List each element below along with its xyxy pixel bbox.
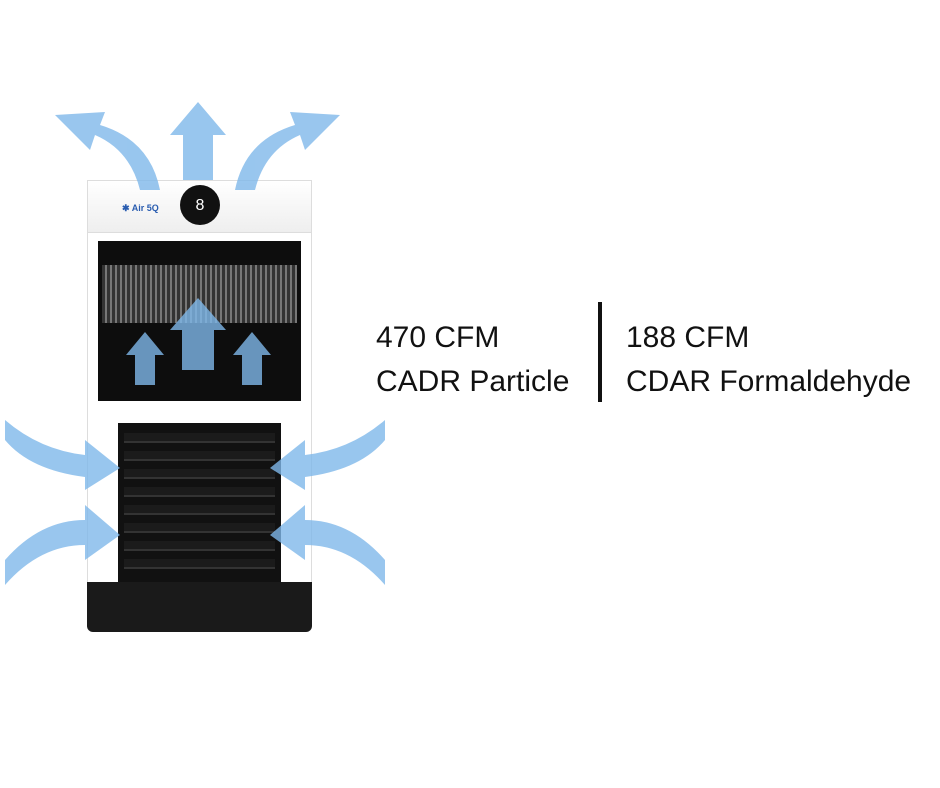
spec-cdar-formaldehyde: 188 CFM CDAR Formaldehyde	[626, 316, 911, 404]
spec-value: 470 CFM	[376, 321, 500, 354]
spec-divider	[598, 302, 602, 402]
purifier-top-panel: ✱ Air 5Q 8	[87, 180, 312, 234]
arrow-up-left-icon	[55, 112, 160, 190]
spec-label: CDAR Formaldehyde	[626, 365, 912, 398]
arrow-right-icon	[5, 420, 120, 490]
spec-label: CADR Particle	[376, 365, 570, 398]
brand-logo-text: Air 5Q	[131, 203, 159, 213]
spec-value: 188 CFM	[626, 321, 750, 354]
purifier-base	[87, 582, 312, 632]
purifier-body	[87, 232, 312, 584]
brand-logo: ✱ Air 5Q	[122, 203, 159, 213]
display-screen: 8	[180, 185, 220, 225]
spec-cadr-particle: 470 CFM CADR Particle	[376, 316, 569, 404]
arrow-up-icon	[170, 102, 226, 180]
airflow-arrows	[5, 102, 385, 585]
arrow-left-icon	[270, 505, 385, 585]
arrow-up-icon	[170, 298, 226, 370]
bottom-filter	[118, 423, 281, 583]
arrow-up-right-icon	[235, 112, 340, 190]
arrow-up-icon	[233, 332, 271, 385]
arrow-left-icon	[270, 420, 385, 490]
arrow-right-icon	[5, 505, 120, 585]
arrow-up-icon	[126, 332, 164, 385]
